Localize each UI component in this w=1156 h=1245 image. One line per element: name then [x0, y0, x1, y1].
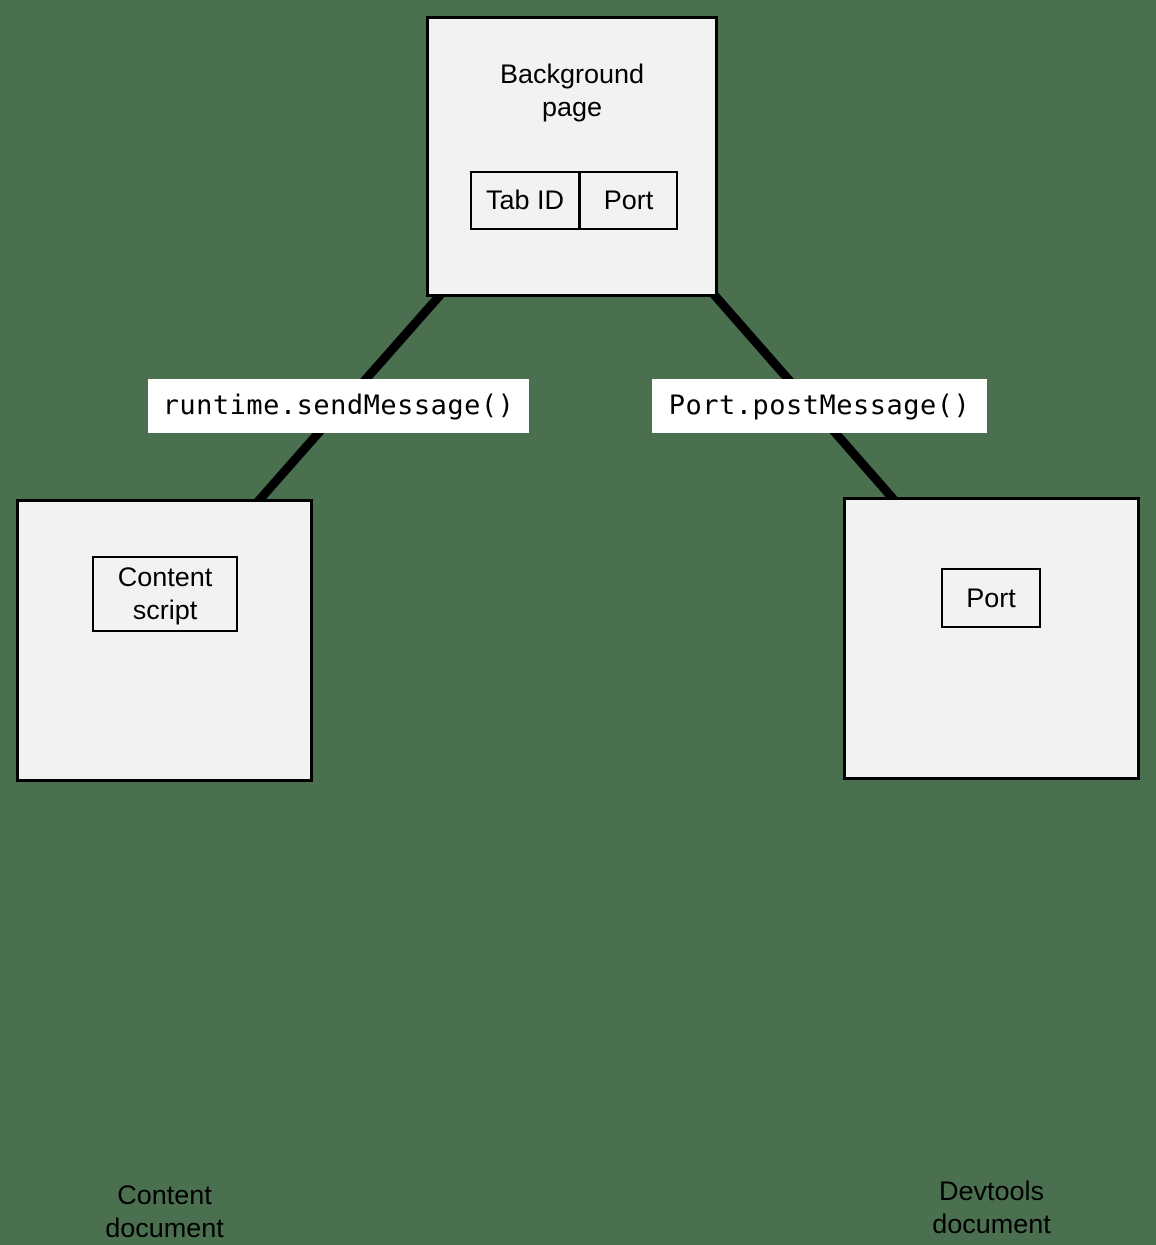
- tab-id-cell[interactable]: Tab ID: [470, 171, 580, 230]
- background-page-node[interactable]: Background page: [426, 16, 718, 297]
- devtools-document-node[interactable]: Devtools document: [843, 497, 1140, 1239]
- edge-label-runtime-send-message: runtime.sendMessage(): [148, 379, 529, 433]
- content-document-title: Content document: [105, 1180, 224, 1243]
- devtools-document-title: Devtools document: [932, 1176, 1051, 1239]
- diagram-canvas: Background page Tab ID Port Content docu…: [16, 16, 1140, 1243]
- devtools-port-label: Port: [966, 582, 1016, 613]
- content-document-node[interactable]: Content document: [16, 499, 313, 1243]
- tab-id-port-table: Tab ID Port: [470, 171, 679, 230]
- edge-label-port-post-message: Port.postMessage(): [652, 379, 987, 433]
- content-script-label: Content script: [117, 562, 213, 625]
- devtools-port-node[interactable]: Port: [941, 568, 1041, 628]
- background-page-title: Background page: [499, 59, 645, 122]
- background-port-cell[interactable]: Port: [579, 171, 678, 230]
- content-script-node[interactable]: Content script: [92, 556, 238, 632]
